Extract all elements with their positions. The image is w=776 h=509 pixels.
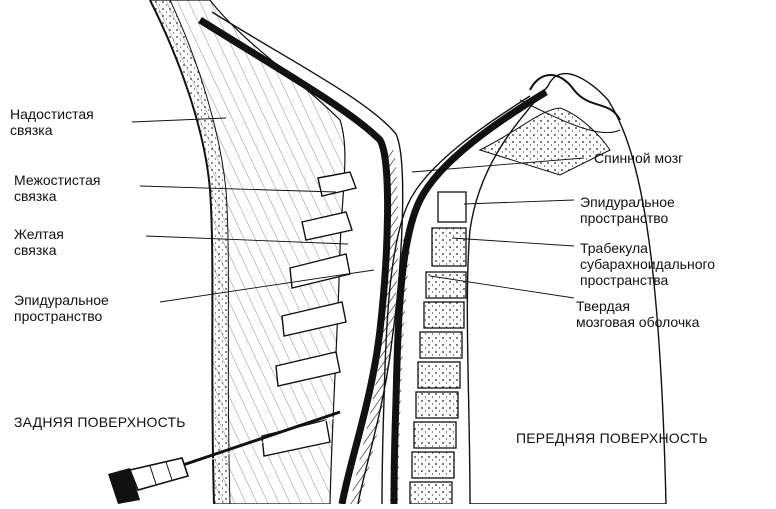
leader-supraspinous <box>131 117 227 123</box>
label-dura-mater: Твердая мозговая оболочка <box>576 298 700 330</box>
anterior-dura <box>381 89 548 505</box>
posterior-dura <box>198 11 404 505</box>
vertebral-bodies <box>409 191 467 505</box>
leader-interspinous <box>139 185 337 193</box>
leader-spinal-cord <box>411 157 585 173</box>
leader-trabecula <box>451 237 575 247</box>
label-yellow-ligament: Желтая связка <box>14 226 64 258</box>
label-epidural-space-right: Эпидуральное пространство <box>580 194 675 226</box>
leader-yellow <box>145 235 349 245</box>
label-interspinous-ligament: Межостистая связка <box>14 172 101 204</box>
leader-lines <box>131 117 585 303</box>
caption-anterior-surface: ПЕРЕДНЯЯ ПОВЕРХНОСТЬ <box>516 430 708 446</box>
label-epidural-space-left: Эпидуральное пространство <box>14 292 109 324</box>
spinous-processes <box>261 171 357 457</box>
caption-posterior-surface: ЗАДНЯЯ ПОВЕРХНОСТЬ <box>14 414 186 430</box>
label-subarachnoid-trabecula: Трабекула субарахноидального пространств… <box>580 240 716 288</box>
label-spinal-cord: Спинной мозг <box>594 150 684 166</box>
syringe <box>108 410 341 504</box>
leader-epidural-left <box>159 269 375 303</box>
leader-epidural-right <box>463 199 575 205</box>
label-supraspinous-ligament: Надостистая связка <box>10 106 94 138</box>
leader-dura <box>429 275 575 299</box>
